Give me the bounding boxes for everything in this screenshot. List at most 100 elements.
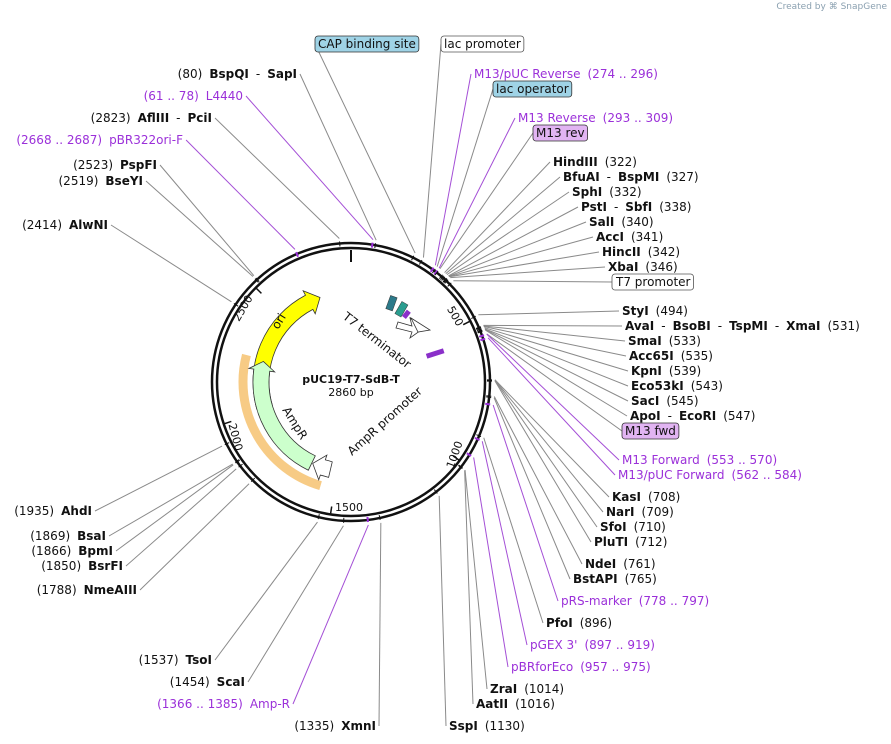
site-label-pluti[interactable]: PluTI(712) (594, 535, 667, 549)
site-label-psti[interactable]: PstI-SbfI(338) (581, 200, 691, 214)
site-label-aatii[interactable]: AatII(1016) (476, 697, 555, 711)
site-tick (475, 326, 481, 329)
position-text: - (256, 67, 260, 81)
site-tick (366, 516, 369, 523)
leader-line (485, 329, 628, 417)
site-label-bspqi[interactable]: (80)BspQI-SapI (178, 67, 297, 81)
leader-line (494, 379, 604, 513)
site-label-bstapi[interactable]: BstAPI(765) (573, 572, 657, 586)
position-text: (531) (828, 319, 860, 333)
site-label-tsoi[interactable]: (1537)TsoI (139, 653, 212, 667)
site-tick (433, 489, 438, 494)
site-label-m13rev[interactable]: M13 rev (532, 124, 588, 142)
site-label-xmni[interactable]: (1335)XmnI (294, 719, 376, 733)
mcs-features (385, 295, 445, 359)
site-label-acci[interactable]: AccI(341) (596, 230, 663, 244)
site-label-acc65i[interactable]: Acc65I(535) (629, 349, 713, 363)
site-label-alwni[interactable]: (2414)AlwNI (22, 218, 108, 232)
enzyme-name: BspMI (618, 170, 659, 184)
leader-line (139, 483, 250, 591)
site-label-text: KasI(708) (612, 490, 680, 504)
site-label-smai[interactable]: SmaI(533) (628, 334, 701, 348)
site-label-t7p[interactable]: T7 promoter (611, 273, 694, 291)
enzyme-name: HincII (602, 245, 641, 259)
leader-line (448, 236, 594, 278)
position-text: (322) (605, 155, 637, 169)
site-label-bsrfi[interactable]: (1850)BsrFI (41, 559, 123, 573)
feature-box (314, 35, 420, 53)
site-label-eco53ki[interactable]: Eco53kI(543) (631, 379, 723, 393)
site-label-zrai[interactable]: ZraI(1014) (490, 682, 564, 696)
site-label-nmeaiii[interactable]: (1788)NmeAIII (37, 583, 137, 597)
site-label-afliii[interactable]: (2823)AflIII-PciI (91, 111, 212, 125)
enzyme-name: SspI (449, 719, 478, 733)
site-label-text: pRS-marker(778 .. 797) (561, 594, 709, 608)
leader-line (483, 324, 623, 327)
site-label-text: BstAPI(765) (573, 572, 657, 586)
site-label-m13puc-rev[interactable]: M13/pUC Reverse(274 .. 296) (474, 67, 658, 81)
enzyme-name: NdeI (585, 557, 616, 571)
site-label-pfoi[interactable]: PfoI(896) (546, 616, 612, 630)
site-label-pbrforeco[interactable]: pBRforEco(957 .. 975) (511, 660, 651, 674)
site-label-prs[interactable]: pRS-marker(778 .. 797) (561, 594, 709, 608)
site-label-lacp[interactable]: lac promoter (440, 35, 525, 53)
site-label-ahdi[interactable]: (1935)AhdI (14, 504, 92, 518)
site-label-avai[interactable]: AvaI-BsoBI-TspMI-XmaI(531) (625, 319, 860, 333)
enzyme-name: AccI (596, 230, 624, 244)
site-label-bseyi[interactable]: (2519)BseYI (59, 174, 144, 188)
site-label-apoi[interactable]: ApoI-EcoRI(547) (630, 409, 755, 423)
site-label-saci[interactable]: SacI(545) (631, 394, 699, 408)
site-label-nari[interactable]: NarI(709) (606, 505, 674, 519)
site-label-ampr-p[interactable]: (1366 .. 1385)Amp-R (157, 697, 290, 711)
enzyme-name: HindIII (553, 155, 598, 169)
leader-line (299, 73, 377, 241)
site-label-hincii[interactable]: HincII(342) (602, 245, 680, 259)
site-label-scai[interactable]: (1454)ScaI (170, 675, 245, 689)
site-tick (250, 477, 256, 482)
site-label-text: NarI(709) (606, 505, 674, 519)
site-tick (295, 251, 299, 258)
site-label-styi[interactable]: StyI(494) (622, 304, 688, 318)
site-label-m13puc-fwd[interactable]: M13/pUC Forward(562 .. 584) (618, 468, 802, 482)
site-label-bsai[interactable]: (1869)BsaI (30, 529, 106, 543)
site-label-kpni[interactable]: KpnI(539) (631, 364, 701, 378)
site-label-text: CAP binding site (318, 37, 416, 51)
site-label-lacop[interactable]: lac operator (492, 80, 573, 98)
site-label-m13forward[interactable]: M13 Forward(553 .. 570) (622, 453, 777, 467)
site-tick (317, 514, 320, 520)
site-label-m13rev-p[interactable]: M13 Reverse(293 .. 309) (518, 111, 673, 125)
site-label-bpmi[interactable]: (1866)BpmI (31, 544, 113, 558)
site-label-pgex[interactable]: pGEX 3'(897 .. 919) (530, 638, 655, 652)
site-label-sfoi[interactable]: SfoI(710) (600, 520, 666, 534)
site-label-kasi[interactable]: KasI(708) (612, 490, 680, 504)
leader-line (494, 380, 598, 528)
m13-rev-mark (401, 309, 411, 319)
site-tick (434, 270, 439, 276)
site-label-xbai[interactable]: XbaI(346) (608, 260, 678, 274)
enzyme-name: ApoI (630, 409, 661, 423)
position-text: (547) (723, 409, 755, 423)
enzyme-name: AlwNI (69, 218, 108, 232)
position-text: (1014) (524, 682, 564, 696)
site-label-l4440[interactable]: (61 .. 78)L4440 (144, 89, 243, 103)
site-tick (224, 442, 230, 446)
leader-line (494, 380, 592, 543)
site-label-pbr322ori[interactable]: (2668 .. 2687)pBR322ori-F (16, 133, 183, 147)
site-label-sphi[interactable]: SphI(332) (572, 185, 642, 199)
site-label-sspi[interactable]: SspI(1130) (449, 719, 525, 733)
ring-tick-mark (452, 455, 461, 462)
site-label-sali[interactable]: SalI(340) (589, 215, 654, 229)
position-text: - (176, 111, 180, 125)
site-label-m13fwd[interactable]: M13 fwd (621, 422, 680, 440)
feature-box (621, 422, 680, 440)
leader-line (493, 396, 583, 565)
site-label-pspfi[interactable]: (2523)PspFI (73, 158, 157, 172)
site-label-ndei[interactable]: NdeI(761) (585, 557, 656, 571)
site-label-cap[interactable]: CAP binding site (314, 35, 420, 53)
site-tick (439, 274, 444, 279)
enzyme-name: BseYI (105, 174, 143, 188)
snapgene-logo-icon: ⌘ (828, 2, 838, 12)
site-label-bfuai[interactable]: BfuAI-BspMI(327) (563, 170, 699, 184)
site-label-text: T7 promoter (615, 275, 691, 289)
site-label-hindiii[interactable]: HindIII (322) (553, 155, 637, 169)
